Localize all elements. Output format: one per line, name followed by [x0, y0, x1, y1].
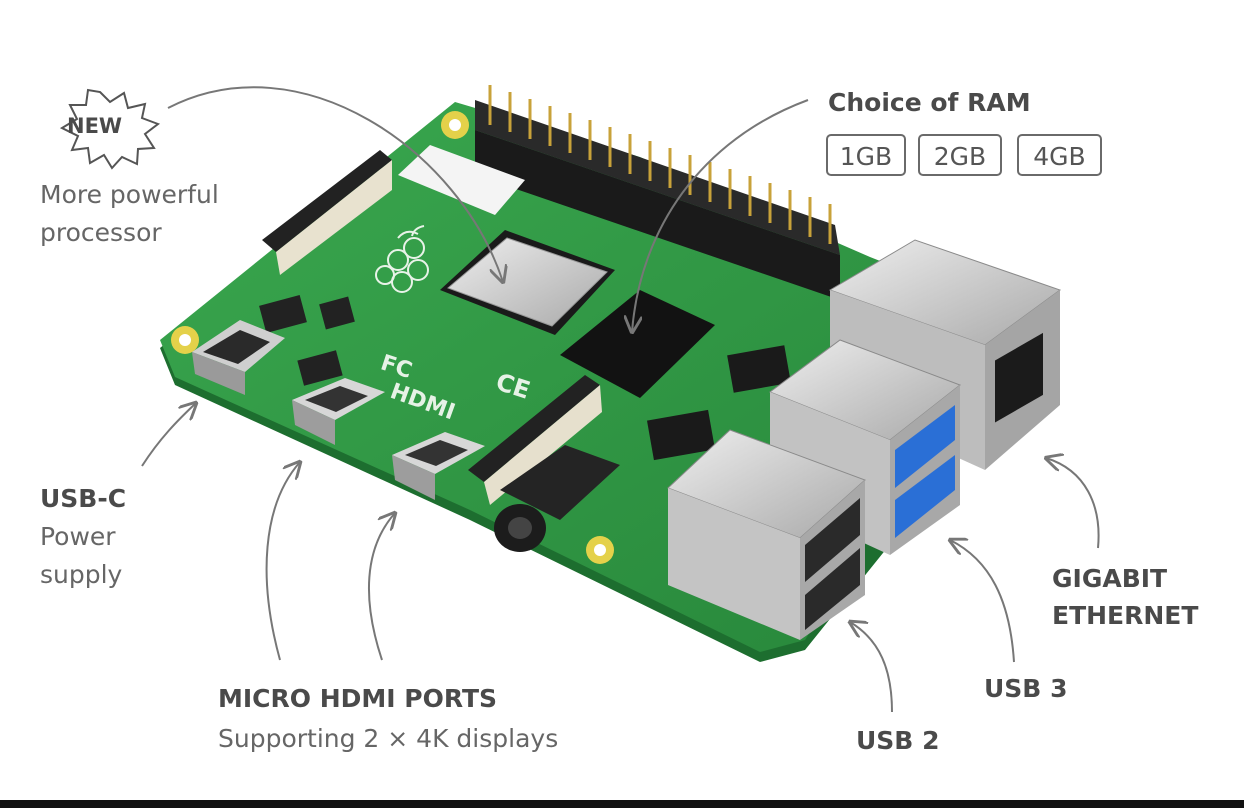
- ram-chip: [560, 290, 715, 398]
- hdmi-title: MICRO HDMI PORTS: [218, 684, 498, 713]
- hdmi-subtitle: Supporting 2 × 4K displays: [218, 724, 559, 753]
- processor-arrow: [167, 86, 503, 282]
- camera-connector: [468, 375, 600, 482]
- ram-option-1gb: 1GB: [826, 134, 906, 176]
- ethernet-line1: GIGABIT: [1052, 564, 1168, 593]
- processor-label-line1: More powerful: [40, 180, 219, 209]
- usb-c-port: [192, 320, 285, 395]
- ram-option-2gb: 2GB: [918, 134, 1002, 176]
- raspberry-logo-icon: [375, 225, 429, 293]
- callout-arrows: [141, 86, 1100, 713]
- usb-c-line1: Power: [40, 522, 116, 551]
- usb-c-title: USB-C: [40, 484, 127, 513]
- usb-c-arrow: [141, 403, 196, 467]
- usb-c-line2: supply: [40, 560, 123, 589]
- hdmi-arrow-1: [265, 462, 300, 661]
- hdmi-arrow-2: [368, 513, 395, 661]
- ethernet-line2: ETHERNET: [1052, 601, 1199, 630]
- processor-label-line2: processor: [40, 218, 162, 247]
- audio-jack: [494, 445, 620, 552]
- usb2-ports: [667, 429, 866, 640]
- gpio-header: [475, 85, 840, 300]
- display-connector: [262, 150, 392, 252]
- new-badge: [59, 88, 161, 170]
- ethernet-arrow: [1046, 458, 1100, 549]
- usb2-arrow: [850, 622, 893, 713]
- usb3-arrow: [950, 540, 1015, 663]
- new-badge-label: NEW: [67, 114, 123, 138]
- micro-hdmi-port: [292, 378, 385, 445]
- cpu-chip: [440, 230, 615, 335]
- ram-title: Choice of RAM: [828, 88, 1031, 117]
- usb2-label: USB 2: [856, 726, 940, 755]
- component: [319, 296, 355, 330]
- component: [297, 350, 343, 386]
- ram-option-4gb: 4GB: [1017, 134, 1102, 176]
- component: [259, 295, 307, 333]
- micro-hdmi-port: [392, 432, 485, 500]
- component: [646, 409, 716, 461]
- bottom-border: [0, 800, 1244, 808]
- ram-arrow: [632, 99, 809, 332]
- wifi-module-label: [398, 145, 525, 215]
- component: [727, 345, 791, 393]
- usb3-label: USB 3: [984, 674, 1068, 703]
